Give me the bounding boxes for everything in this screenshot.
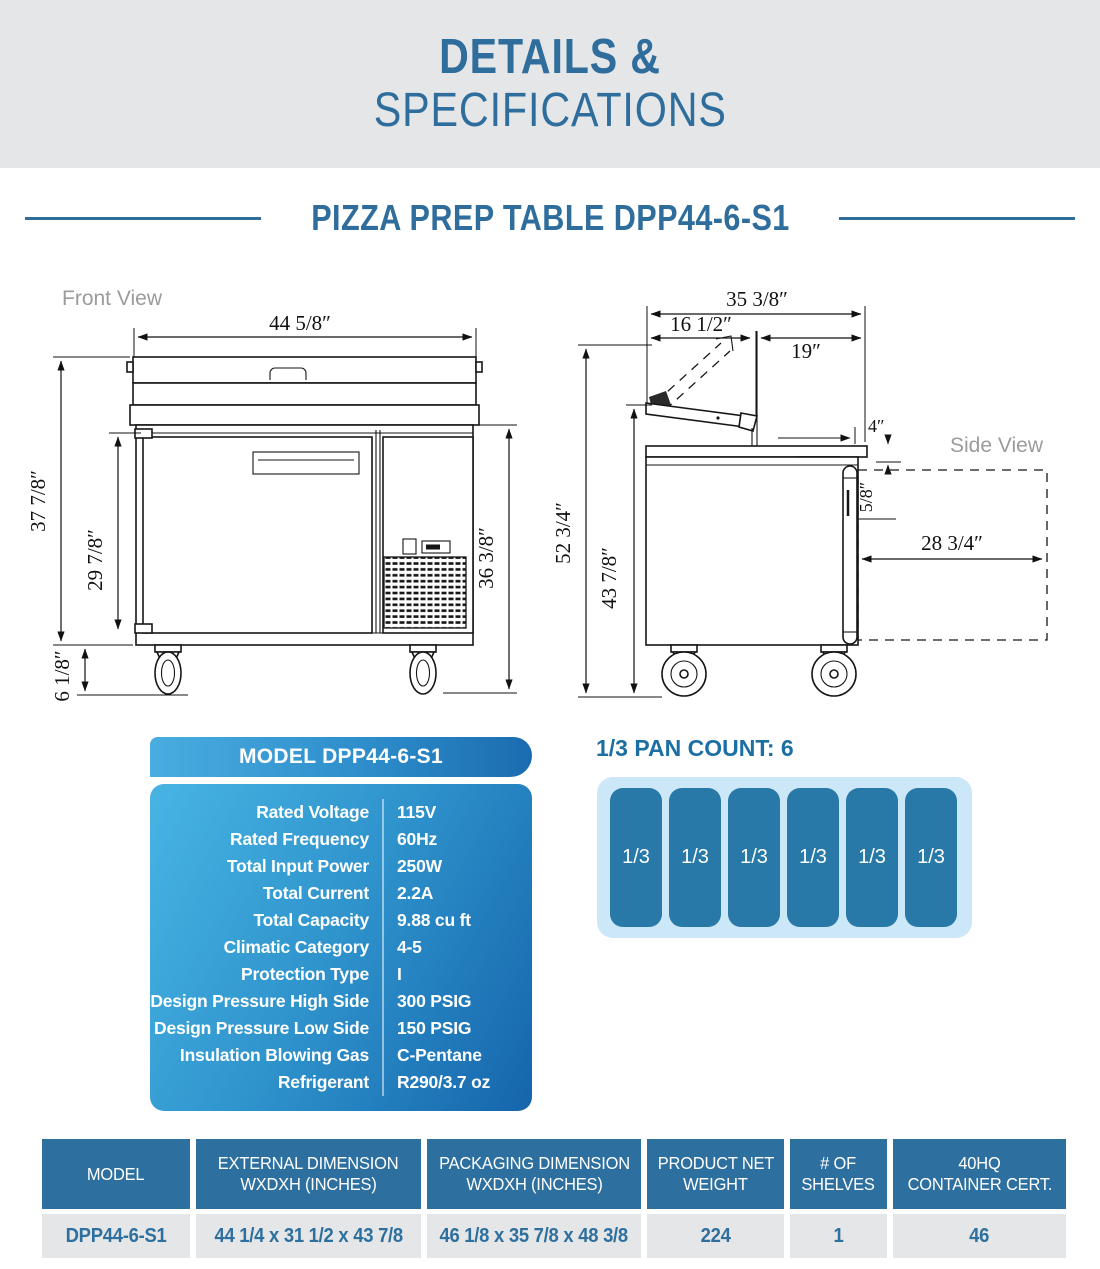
side-dim-board-depth: 19″ — [791, 339, 821, 363]
banner-title-line1: DETAILS & — [439, 30, 661, 84]
spec-value: 115V — [382, 799, 532, 826]
side-dim-gap: 5/8″ — [856, 482, 876, 513]
spec-label: Rated Voltage — [256, 802, 369, 822]
spec-value: R290/3.7 oz — [382, 1069, 532, 1096]
front-dim-caster-height: 6 1/8″ — [50, 650, 74, 701]
side-open-lid — [645, 335, 758, 432]
spec-card: MODEL DPP44-6-S1 Rated Voltage 115V Rated… — [150, 737, 532, 1111]
side-dim-total-depth: 35 3/8″ — [726, 287, 788, 311]
pan-slot: 1/3 — [787, 788, 839, 927]
compressor-grille — [383, 556, 467, 629]
title-rule-right — [839, 216, 1075, 220]
side-dim-door-clearance: 28 3/4″ — [921, 531, 983, 555]
title-rule-left — [25, 216, 261, 220]
spec-label: Climatic Category — [223, 937, 370, 957]
spec-value: 2.2A — [382, 880, 532, 907]
side-dim-work-height: 43 7/8″ — [597, 547, 621, 609]
front-dim-body-height: 36 3/8″ — [474, 527, 498, 589]
side-view-drawing: Side View 35 3/8″ 16 1/2″ 19″ — [551, 287, 1048, 698]
side-caster-left — [661, 644, 707, 697]
spec-value: I — [382, 961, 532, 988]
spec-label: Total Capacity — [253, 910, 369, 930]
banner-title-line2: SPECIFICATIONS — [373, 84, 727, 137]
spec-row: Design Pressure Low Side 150 PSIG — [150, 1015, 532, 1042]
side-view-label: Side View — [950, 434, 1044, 457]
pan-count-heading: 1/3 PAN COUNT: 6 — [596, 735, 794, 761]
side-dim-total-height: 52 3/4″ — [551, 502, 575, 564]
table-cell-net-weight: 224 — [647, 1214, 784, 1258]
spec-value: 300 PSIG — [382, 988, 532, 1015]
table-cell-external-dimension: 44 1/4 x 31 1/2 x 43 7/8 — [196, 1214, 421, 1258]
spec-card-body: Rated Voltage 115V Rated Frequency 60Hz To… — [150, 784, 532, 1111]
spec-label: Design Pressure Low Side — [154, 1018, 369, 1038]
door-swing-outline — [857, 469, 1048, 641]
side-cabinet — [645, 456, 859, 646]
spec-row: Design Pressure High Side 300 PSIG — [150, 988, 532, 1015]
spec-label: Total Input Power — [226, 856, 369, 876]
spec-label: Rated Frequency — [230, 829, 369, 849]
front-view-label: Front View — [62, 287, 163, 310]
pan-slot: 1/3 — [669, 788, 721, 927]
front-dim-width: 44 5/8″ — [269, 311, 331, 335]
front-lid — [126, 356, 483, 426]
front-caster-left — [154, 644, 182, 695]
front-view-drawing: Front View 44 5/8″ — [26, 287, 517, 702]
side-dim-lid-depth: 16 1/2″ — [670, 312, 732, 336]
table-cell-model: DPP44-6-S1 — [42, 1214, 190, 1258]
table-cell-packaging-dimension: 46 1/8 x 35 7/8 x 48 3/8 — [427, 1214, 641, 1258]
spec-row: Refrigerant R290/3.7 oz — [150, 1069, 532, 1096]
technical-drawings: Front View 44 5/8″ — [26, 287, 1048, 702]
front-caster-right — [409, 644, 437, 695]
spec-card-header: MODEL DPP44-6-S1 — [150, 737, 532, 777]
spec-row: Climatic Category 4-5 — [150, 934, 532, 961]
spec-label: Total Current — [263, 883, 369, 903]
spec-row: Protection Type I — [150, 961, 532, 988]
front-dim-door-height: 29 7/8″ — [83, 529, 107, 591]
spec-row: Total Current 2.2A — [150, 880, 532, 907]
spec-label: Insulation Blowing Gas — [179, 1045, 369, 1065]
table-cell-container-cert: 46 — [893, 1214, 1066, 1258]
pan-layout-diagram: 1/3 1/3 1/3 1/3 1/3 1/3 — [597, 777, 972, 938]
spec-value: 250W — [382, 853, 532, 880]
spec-label: Protection Type — [241, 964, 369, 984]
table-cell-shelves: 1 — [790, 1214, 887, 1258]
section-title-row: PIZZA PREP TABLE DPP44-6-S1 — [0, 194, 1100, 242]
spec-value: 60Hz — [382, 826, 532, 853]
front-cabinet — [134, 424, 474, 646]
front-dim-total-height: 37 7/8″ — [26, 470, 50, 532]
spec-row: Insulation Blowing Gas C-Pentane — [150, 1042, 532, 1069]
spec-value: 9.88 cu ft — [382, 907, 532, 934]
pan-slot: 1/3 — [905, 788, 957, 927]
pan-slot: 1/3 — [610, 788, 662, 927]
spec-row: Rated Voltage 115V — [150, 799, 532, 826]
spec-row: Total Capacity 9.88 cu ft — [150, 907, 532, 934]
table-header-model: MODEL — [42, 1139, 190, 1209]
pan-slot: 1/3 — [728, 788, 780, 927]
spec-value: 150 PSIG — [382, 1015, 532, 1042]
spec-value: C-Pentane — [382, 1042, 532, 1069]
spec-row: Rated Frequency 60Hz — [150, 826, 532, 853]
top-banner: DETAILS & SPECIFICATIONS — [0, 0, 1100, 168]
side-dim-overhang: 4″ — [868, 416, 885, 436]
spec-label: Design Pressure High Side — [150, 991, 369, 1011]
pan-slot: 1/3 — [846, 788, 898, 927]
side-counter — [645, 331, 868, 471]
spec-label: Refrigerant — [277, 1072, 369, 1092]
page-title: PIZZA PREP TABLE DPP44-6-S1 — [310, 197, 790, 238]
side-caster-right — [811, 644, 857, 697]
spec-value: 4-5 — [382, 934, 532, 961]
spec-row: Total Input Power 250W — [150, 853, 532, 880]
